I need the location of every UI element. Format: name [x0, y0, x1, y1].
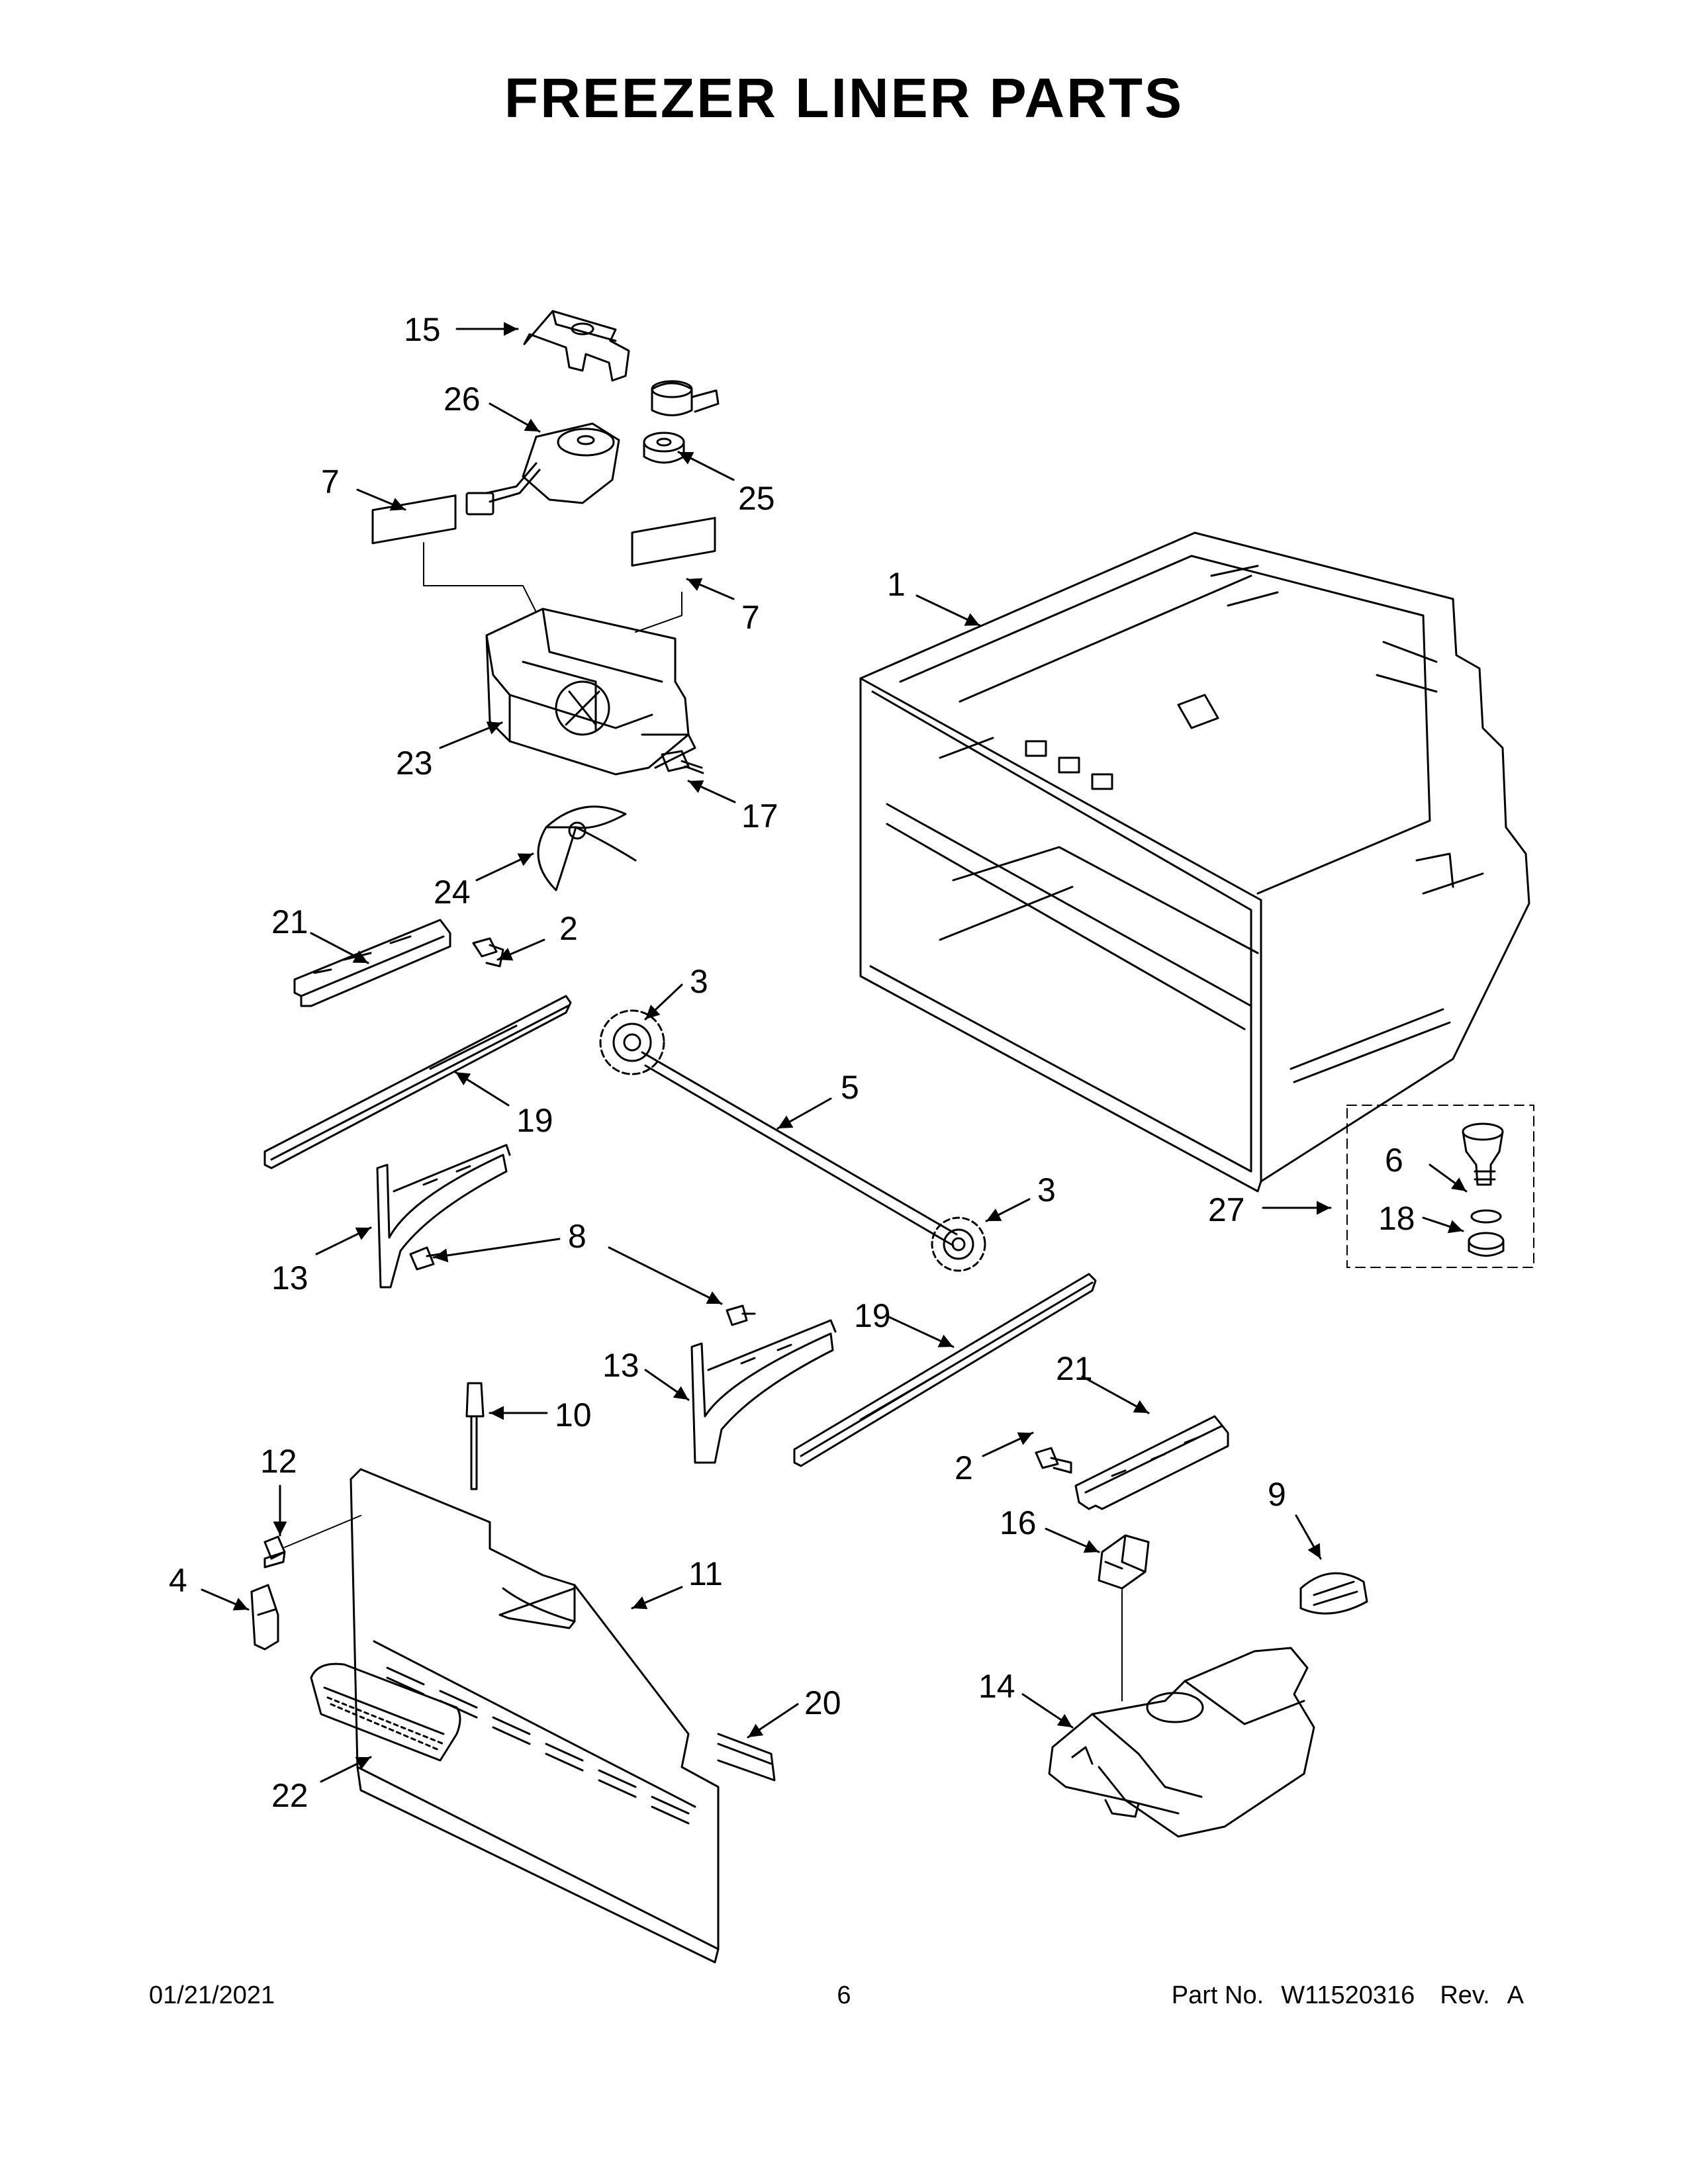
callout-23: 23 — [396, 745, 433, 782]
part-15-bracket — [523, 310, 630, 382]
callout-11: 11 — [688, 1555, 723, 1592]
part-25-sensor — [643, 380, 720, 464]
callout-21-lower: 21 — [1056, 1350, 1093, 1387]
part-19-slide-rail-lower — [793, 1273, 1097, 1467]
part-1-freezer-liner — [859, 531, 1530, 1193]
callout-1: 1 — [887, 566, 906, 603]
footer-page-number: 6 — [837, 1981, 851, 2009]
callout-3-lower: 3 — [1037, 1171, 1056, 1208]
part-16-switch — [1098, 1534, 1150, 1590]
part-11-rear-panel — [350, 1468, 720, 1964]
part-7-pad-left — [371, 494, 457, 545]
callout-26: 26 — [444, 381, 481, 418]
part-14-drain-trough — [1048, 1647, 1315, 1838]
callout-15: 15 — [404, 311, 441, 348]
callout-12: 12 — [260, 1443, 297, 1480]
part-17-screw — [661, 750, 704, 774]
callout-24: 24 — [434, 874, 471, 911]
part-26-fan-motor — [465, 422, 620, 516]
part-3-gear-upper — [599, 1009, 665, 1075]
callout-8: 8 — [568, 1218, 586, 1255]
callout-21-left: 21 — [271, 903, 308, 940]
part-13-bracket-lower — [690, 1319, 837, 1464]
revision-value: A — [1507, 1981, 1524, 2009]
part-2-screw-upper — [472, 937, 504, 968]
part-18-ring — [1468, 1209, 1505, 1257]
part-13-bracket-upper — [376, 1144, 511, 1289]
callout-19-upper: 19 — [516, 1102, 553, 1139]
callout-6: 6 — [1385, 1142, 1403, 1179]
part-21-rail-bracket-left — [293, 919, 451, 1007]
callout-25: 25 — [738, 480, 775, 517]
callout-10: 10 — [555, 1396, 592, 1433]
revision-label: Rev. — [1440, 1981, 1490, 2009]
part-4-clip — [250, 1584, 279, 1651]
callout-19-lower: 19 — [854, 1297, 891, 1334]
callout-18: 18 — [1378, 1200, 1415, 1237]
callout-2-upper: 2 — [559, 910, 578, 947]
part-8-screw-left — [409, 1246, 445, 1271]
callout-17: 17 — [741, 797, 778, 835]
callout-27: 27 — [1208, 1191, 1245, 1228]
part-10-sensor-probe — [465, 1382, 485, 1490]
callout-labels: 15 26 25 7 7 1 23 17 24 21 2 3 5 19 6 3 … — [169, 311, 1415, 1814]
part-24-fan-blade — [537, 805, 637, 891]
part-20-foam-strip — [717, 1733, 776, 1782]
part-9-damper-knob — [1299, 1572, 1368, 1615]
callout-13-lower: 13 — [602, 1347, 639, 1384]
part-2-screw-lower — [1035, 1447, 1072, 1474]
callout-7-left: 7 — [321, 463, 340, 500]
callout-arrows — [201, 322, 1468, 1783]
page-title: FREEZER LINER PARTS — [504, 67, 1184, 129]
part-27-kit-box — [1346, 1105, 1534, 1268]
callout-4: 4 — [169, 1562, 187, 1599]
part-12-screw — [263, 1535, 286, 1569]
part-22-grille — [310, 1662, 461, 1762]
part-6-valve — [1462, 1122, 1504, 1186]
callout-5: 5 — [841, 1069, 859, 1106]
part-number-label: Part No. — [1171, 1981, 1264, 2009]
part-5-shaft — [641, 1051, 958, 1247]
callout-7-right: 7 — [741, 599, 760, 636]
footer-part-number: Part No. W11520316 Rev. A — [1172, 1981, 1524, 2010]
callout-3-upper: 3 — [690, 963, 708, 1000]
callout-16: 16 — [1000, 1504, 1037, 1541]
part-8-screw-right — [726, 1304, 756, 1326]
footer-date: 01/21/2021 — [149, 1981, 275, 2009]
part-3-gear-lower — [931, 1216, 986, 1272]
callout-22: 22 — [271, 1777, 308, 1814]
callout-14: 14 — [978, 1668, 1015, 1705]
part-number-value: W11520316 — [1281, 1981, 1415, 2009]
callout-13-upper: 13 — [271, 1259, 308, 1297]
part-7-pad-right — [631, 517, 716, 567]
part-19-slide-rail-upper — [263, 995, 572, 1169]
part-21-rail-bracket-lower — [1074, 1415, 1229, 1510]
part-23-fan-housing — [485, 608, 696, 776]
callout-20: 20 — [804, 1684, 841, 1721]
callout-2-lower: 2 — [955, 1449, 973, 1486]
callout-9: 9 — [1268, 1476, 1286, 1513]
